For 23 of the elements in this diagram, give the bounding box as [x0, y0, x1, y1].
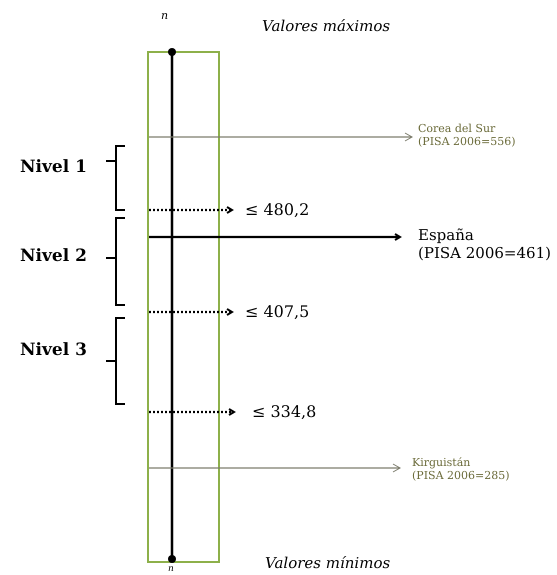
threshold-value: ≤ 480,2: [245, 200, 310, 220]
score-text: (PISA 2006=461): [418, 244, 551, 262]
score-text: (PISA 2006=556): [418, 135, 516, 148]
arrow: [149, 464, 400, 472]
axis-label: n: [168, 564, 174, 574]
level-label: Nivel 2: [20, 247, 87, 267]
arrow: [149, 132, 412, 142]
dotted-arrow: [149, 206, 233, 214]
threshold-value: ≤ 407,5: [245, 302, 310, 322]
arrow: [149, 233, 401, 241]
level-label: Nivel 3: [20, 341, 87, 361]
score-text: (PISA 2006=285): [412, 469, 510, 482]
dotted-arrow: [149, 408, 235, 416]
axis-label: Valores mínimos: [265, 555, 390, 572]
dotted-arrow: [149, 308, 233, 316]
country-name: Kirguistán: [412, 456, 472, 470]
axis-label: Valores máximos: [262, 18, 390, 36]
level-label: Nivel 1: [20, 158, 87, 178]
axis-label: n: [161, 10, 168, 23]
country-name: España: [418, 226, 475, 244]
range-box: [147, 51, 220, 563]
threshold-value: ≤ 334,8: [252, 402, 316, 422]
country-name: Corea del Sur: [418, 122, 496, 136]
